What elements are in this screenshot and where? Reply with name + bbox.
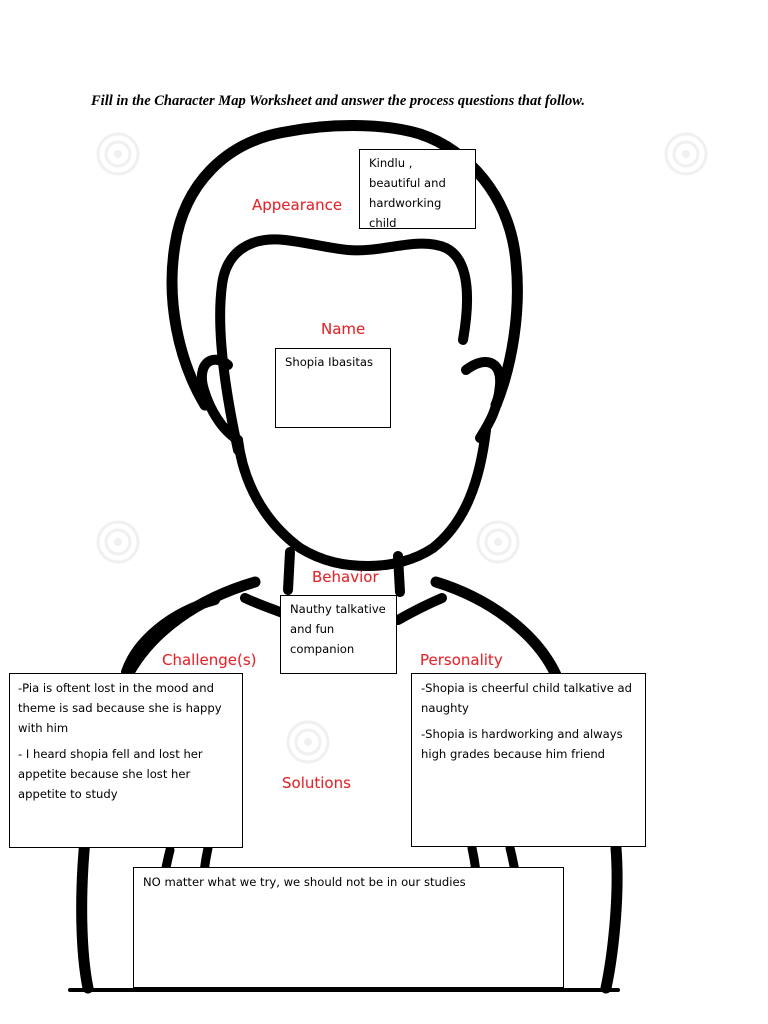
name-answer: Shopia Ibasitas: [285, 355, 374, 369]
instruction-text: Fill in the Character Map Worksheet and …: [91, 93, 586, 109]
hair-outline: [166, 120, 523, 411]
neck: [393, 551, 405, 597]
left-ear: [196, 354, 243, 445]
personality-label: Personality: [420, 651, 503, 669]
challenge-item: -Pia is oftent lost in the mood and them…: [18, 681, 222, 735]
appearance-answer: Kindlu , beautiful and hardworking child: [369, 156, 446, 230]
behavior-answer: Nauthy talkative and fun companion: [290, 602, 386, 656]
watermark-icon: [96, 520, 140, 564]
solutions-answer: NO matter what we try, we should not be …: [143, 875, 466, 889]
challenge-item: - I heard shopia fell and lost her appet…: [18, 747, 203, 801]
personality-answer-box[interactable]: -Shopia is cheerful child talkative ad n…: [411, 673, 646, 847]
behavior-label: Behavior: [312, 568, 379, 586]
face-outline: [233, 425, 491, 571]
challenges-answer-box[interactable]: -Pia is oftent lost in the mood and them…: [9, 673, 243, 848]
solutions-answer-box[interactable]: NO matter what we try, we should not be …: [133, 867, 564, 988]
appearance-answer-box[interactable]: Kindlu , beautiful and hardworking child: [359, 149, 476, 230]
collar: [393, 593, 447, 625]
personality-item: -Shopia is cheerful child talkative ad n…: [421, 681, 632, 715]
right-ear: [461, 357, 506, 443]
name-label: Name: [321, 320, 366, 338]
behavior-answer-box[interactable]: Nauthy talkative and fun companion: [280, 595, 397, 674]
hairline: [215, 234, 473, 455]
watermark-icon: [476, 520, 520, 564]
watermark-icon: [664, 132, 708, 176]
body-outline: [600, 842, 623, 994]
body-inner: [121, 595, 220, 677]
neck: [283, 547, 295, 595]
solutions-label: Solutions: [282, 774, 351, 792]
watermark-icon: [96, 132, 140, 176]
body-outline: [430, 576, 562, 681]
watermark-icon: [286, 720, 330, 764]
appearance-label: Appearance: [252, 196, 343, 214]
personality-item: -Shopia is hardworking and always high g…: [421, 727, 623, 761]
name-answer-box[interactable]: Shopia Ibasitas: [275, 348, 391, 428]
challenges-label: Challenge(s): [162, 651, 257, 669]
